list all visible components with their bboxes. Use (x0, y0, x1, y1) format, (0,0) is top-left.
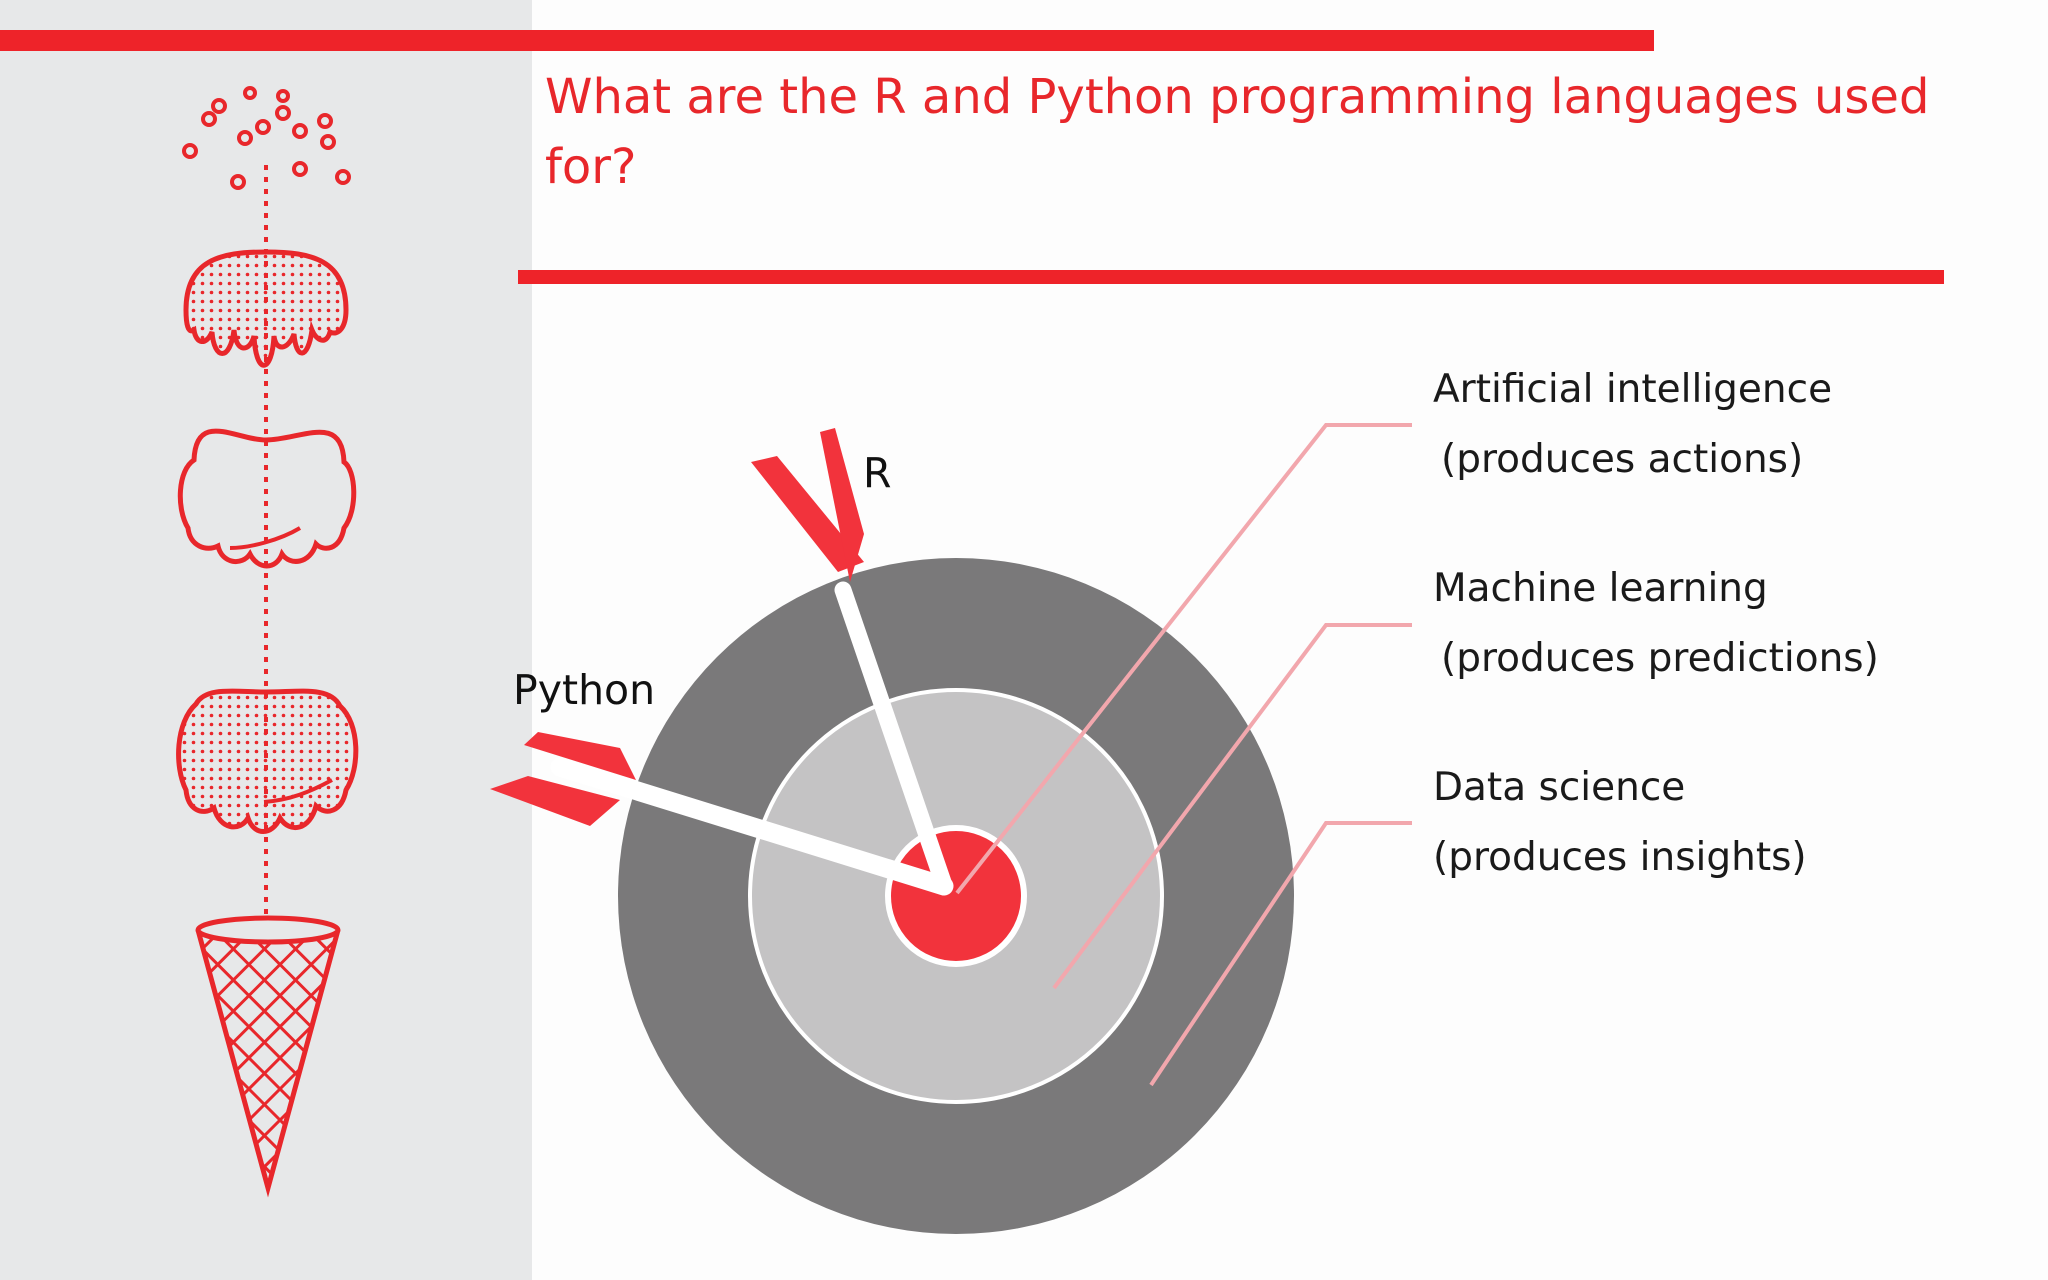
python-arrow-label: Python (513, 666, 656, 714)
leader-line-ai (955, 423, 1412, 895)
ring-label-ds-output: (produces insights) (1433, 835, 1807, 880)
ring-label-ml-name: Machine learning (1433, 566, 1768, 611)
top-accent-bar (0, 30, 1654, 51)
bullseye-artificial-intelligence (885, 825, 1027, 967)
ring-label-ds-name: Data science (1433, 765, 1686, 810)
ring-label-ai: Artificial intelligence (produces action… (1433, 355, 1832, 495)
melting-scoop-icon (183, 249, 349, 368)
ring-label-ml: Machine learning (produces predictions) (1433, 554, 1879, 694)
ice-cream-illustration (176, 86, 359, 1198)
leader-line-ml (1052, 623, 1412, 990)
title-underline-bar (518, 270, 1944, 284)
ring-label-ds: Data science (produces insights) (1433, 753, 1807, 893)
leader-line-ds (1149, 821, 1412, 1087)
r-arrow-label: R (863, 449, 892, 497)
ring-label-ai-name: Artificial intelligence (1433, 367, 1833, 412)
dotted-scoop-icon (176, 688, 359, 834)
page-title: What are the R and Python programming la… (545, 69, 1930, 195)
r-arrow (751, 428, 953, 894)
leader-lines (955, 423, 1412, 1087)
ring-label-ai-output: (produces actions) (1441, 437, 1804, 482)
sprinkles-icon (182, 86, 351, 190)
python-arrow (490, 732, 954, 896)
scoop-outline-icon (177, 428, 357, 569)
ring-label-ml-output: (produces predictions) (1441, 636, 1879, 681)
